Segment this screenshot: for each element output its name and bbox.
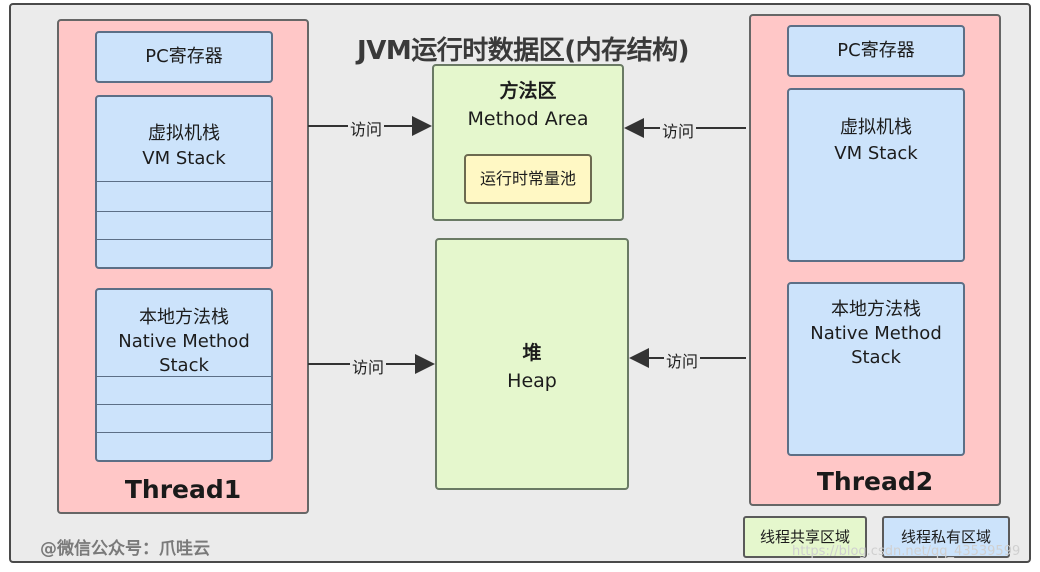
- stack-frame-line: [97, 211, 271, 212]
- stack-frame-line: [97, 181, 271, 182]
- method-area-subtitle: Method Area: [467, 108, 589, 130]
- thread1-native-stack-subtitle: Native Method: [118, 331, 250, 352]
- legend-private-label: 线程私有区域: [900, 528, 991, 546]
- thread1-vm-stack: 虚拟机栈 VM Stack: [95, 95, 273, 269]
- arrow-label-t2-heap: 访问: [664, 348, 701, 372]
- arrow-label-t2-method: 访问: [660, 118, 697, 142]
- legend-shared-area: 线程共享区域: [743, 516, 867, 558]
- thread1-native-stack-subtitle2: Stack: [159, 355, 209, 376]
- thread1-native-stack-title: 本地方法栈: [139, 307, 229, 328]
- method-area-title: 方法区: [499, 80, 557, 102]
- stack-frame-line: [97, 404, 271, 405]
- thread2-vm-stack: 虚拟机栈 VM Stack: [787, 88, 965, 262]
- thread2-native-stack-subtitle2: Stack: [851, 347, 901, 368]
- thread1-container: PC寄存器 虚拟机栈 VM Stack 本地方法栈 Native Method …: [57, 19, 309, 514]
- thread2-native-stack-subtitle: Native Method: [810, 323, 942, 344]
- thread1-label: Thread1: [124, 475, 242, 504]
- thread2-native-stack-title: 本地方法栈: [831, 299, 921, 320]
- thread1-native-stack: 本地方法栈 Native Method Stack: [95, 288, 273, 462]
- diagram-title: JVM运行时数据区(内存结构): [357, 36, 689, 66]
- legend-shared-label: 线程共享区域: [759, 528, 850, 546]
- thread1-pc-label: PC寄存器: [145, 46, 223, 67]
- csdn-watermark: https://blog.csdn.net/qq_43539599: [792, 544, 1021, 559]
- runtime-constant-pool: 运行时常量池: [464, 154, 592, 204]
- method-area: 方法区 Method Area 运行时常量池: [432, 64, 624, 221]
- runtime-constant-pool-label: 运行时常量池: [479, 169, 576, 188]
- stack-frame-line: [97, 376, 271, 377]
- heap-area: 堆 Heap: [435, 238, 629, 490]
- thread1-vm-stack-subtitle: VM Stack: [142, 148, 226, 169]
- thread2-pc-register: PC寄存器: [787, 25, 965, 77]
- thread2-native-stack: 本地方法栈 Native Method Stack: [787, 282, 965, 456]
- heap-subtitle: Heap: [507, 370, 557, 392]
- thread2-label: Thread2: [816, 467, 934, 496]
- thread2-container: PC寄存器 虚拟机栈 VM Stack 本地方法栈 Native Method …: [749, 14, 1001, 506]
- thread1-vm-stack-title: 虚拟机栈: [148, 123, 220, 144]
- stack-frame-line: [97, 432, 271, 433]
- legend-private-area: 线程私有区域: [882, 516, 1010, 558]
- thread1-pc-register: PC寄存器: [95, 31, 273, 83]
- arrow-label-t1-heap: 访问: [350, 354, 387, 378]
- heap-title: 堆: [522, 342, 542, 364]
- wechat-watermark: @微信公众号：爪哇云: [40, 539, 210, 559]
- thread2-vm-stack-subtitle: VM Stack: [834, 143, 918, 164]
- stack-frame-line: [97, 239, 271, 240]
- thread2-vm-stack-title: 虚拟机栈: [840, 117, 912, 138]
- thread2-pc-label: PC寄存器: [837, 40, 915, 61]
- arrow-label-t1-method: 访问: [348, 116, 385, 140]
